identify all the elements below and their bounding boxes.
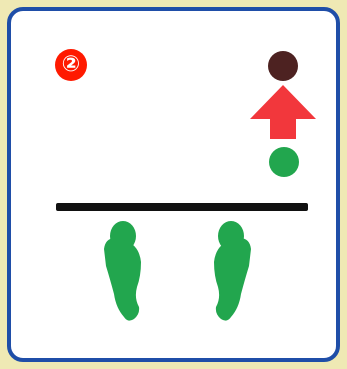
green-dot-icon <box>269 147 299 177</box>
step-illustration <box>56 51 316 321</box>
step-number-badge: ② <box>55 49 87 81</box>
instruction-card: ② <box>7 7 340 362</box>
left-footprint-icon <box>104 221 141 321</box>
right-footprint-icon <box>214 221 251 321</box>
floor-line <box>56 203 308 211</box>
arrow-up-icon <box>250 85 316 139</box>
dark-dot-icon <box>268 51 298 81</box>
